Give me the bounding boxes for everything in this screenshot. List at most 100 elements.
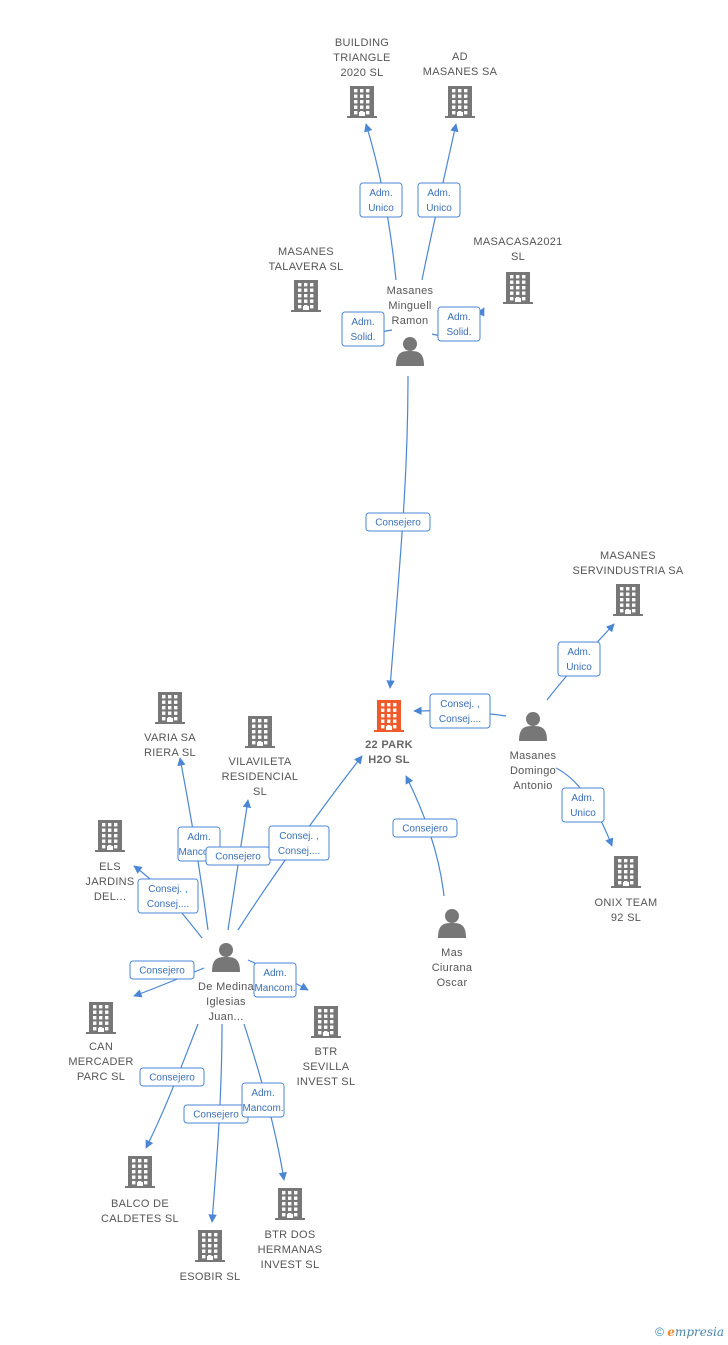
edge-labels-layer: Adm.UnicoAdm.UnicoAdm.Solid.Adm.Solid.Co… (129, 182, 605, 1124)
edge-label-text: Solid. (350, 332, 375, 343)
brand-logo[interactable]: empresia (667, 1325, 724, 1339)
node-label: Juan... (208, 1011, 243, 1023)
node-label: MERCADER (68, 1056, 133, 1068)
node-esobir[interactable]: ESOBIR SL (180, 1230, 241, 1283)
node-label: ESOBIR SL (180, 1271, 241, 1283)
person-icon (396, 337, 424, 366)
node-label: INVEST SL (261, 1259, 320, 1271)
edge-label-text: Unico (570, 808, 596, 819)
node-label: DEL... (94, 891, 126, 903)
node-demedina[interactable]: De MedinaIglesiasJuan... (198, 943, 254, 1023)
building-icon (155, 692, 185, 724)
building-icon (245, 716, 275, 748)
node-els[interactable]: ELSJARDINSDEL... (85, 820, 134, 903)
edge-label-text: Adm. (427, 188, 450, 199)
edge-label-demedina-to-canmerc[interactable]: Consejero (129, 960, 195, 980)
node-label: De Medina (198, 981, 254, 993)
edge-label-domingo-to-main[interactable]: Consej. ,Consej.... (429, 693, 491, 729)
edge-label-text: Consejero (402, 824, 448, 835)
edge-minguell-to-main (386, 375, 409, 689)
building-icon (95, 820, 125, 852)
node-label: TALAVERA SL (268, 261, 343, 273)
edge-label-minguell-to-masacasa[interactable]: Adm.Solid. (437, 306, 481, 342)
node-label: RIERA SL (144, 747, 196, 759)
edge-label-text: Consej. , (440, 699, 479, 710)
building-icon (374, 700, 404, 732)
edge-demedina-to-balco (145, 1023, 199, 1149)
node-label: VARIA SA (144, 732, 196, 744)
edge-label-text: Consej.... (147, 899, 189, 910)
node-label: Mas (441, 947, 463, 959)
node-label: Masanes (387, 285, 434, 297)
edge-label-demedina-to-btrdos[interactable]: Adm. Mancom. (241, 1082, 285, 1118)
edge-label-demedina-to-main[interactable]: Consej. ,Consej.... (268, 825, 330, 861)
edge-label-text: Mancom. (178, 847, 219, 858)
building-icon (347, 86, 377, 118)
edge-label-domingo-to-servind[interactable]: Adm.Unico (557, 641, 601, 677)
edge-label-text: Consejero (193, 1110, 239, 1121)
edge-label-text: Mancom. (242, 1103, 283, 1114)
node-label: TRIANGLE (333, 52, 390, 64)
brand-footer: © empresia (655, 1325, 724, 1339)
building-icon (195, 1230, 225, 1262)
edge-label-text: Unico (426, 203, 452, 214)
edge-demedina-to-esobir (208, 1023, 223, 1223)
node-label: Masanes (510, 750, 557, 762)
edge-label-text: Adm. (251, 1088, 274, 1099)
node-label: 92 SL (611, 912, 641, 924)
edge-demedina-to-canmerc (133, 967, 205, 998)
edge-label-minguell-to-talavera[interactable]: Adm. Solid. (341, 311, 385, 347)
edge-label-text: Consej. , (279, 831, 318, 842)
edge-mas-to-main (405, 775, 445, 897)
node-admasanes[interactable]: AD MASANES SA (423, 51, 498, 118)
node-label: 22 PARK (365, 739, 413, 751)
node-varia[interactable]: VARIA SA RIERA SL (144, 692, 196, 759)
edge-label-demedina-to-esobir[interactable]: Consejero (183, 1104, 249, 1124)
node-label: H2O SL (368, 754, 410, 766)
node-label: Iglesias (206, 996, 246, 1008)
node-label: RESIDENCIAL (222, 771, 299, 783)
edge-label-text: Unico (368, 203, 394, 214)
edge-label-demedina-to-balco[interactable]: Consejero (139, 1067, 205, 1087)
node-main[interactable]: 22 PARK H2O SL (365, 700, 413, 766)
edge-label-domingo-to-onix[interactable]: Adm.Unico (561, 787, 605, 823)
edge-label-text: Adm. (351, 317, 374, 328)
edge-label-text: Adm. (369, 188, 392, 199)
edge-label-text: Consejero (139, 966, 185, 977)
building-icon (86, 1002, 116, 1034)
node-label: JARDINS (85, 876, 134, 888)
edge-label-text: Consejero (149, 1073, 195, 1084)
edge-label-minguell-to-main[interactable]: Consejero (365, 512, 431, 532)
edge-label-text: Adm. (263, 968, 286, 979)
node-label: CALDETES SL (101, 1213, 179, 1225)
edge-label-mas-to-main[interactable]: Consejero (392, 818, 458, 838)
edge-label-demedina-to-els[interactable]: Consej. ,Consej.... (137, 878, 199, 914)
node-label: MASACASA2021 (473, 236, 562, 248)
node-label: AD (452, 51, 468, 63)
node-label: INVEST SL (297, 1076, 356, 1088)
node-label: Ramon (392, 315, 429, 327)
edge-label-demedina-to-btrsev[interactable]: Adm.Mancom. (253, 962, 297, 998)
edge-label-demedina-to-vilavileta[interactable]: Consejero (205, 846, 271, 866)
edge-label-minguell-to-admasanes[interactable]: Adm. Unico (417, 182, 461, 218)
node-label: Ciurana (432, 962, 473, 974)
edge-label-minguell-to-building[interactable]: Adm. Unico (359, 182, 403, 218)
node-label: MASANES SA (423, 66, 498, 78)
node-label: PARC SL (77, 1071, 125, 1083)
building-icon (125, 1156, 155, 1188)
edge-label-text: Unico (566, 662, 592, 673)
